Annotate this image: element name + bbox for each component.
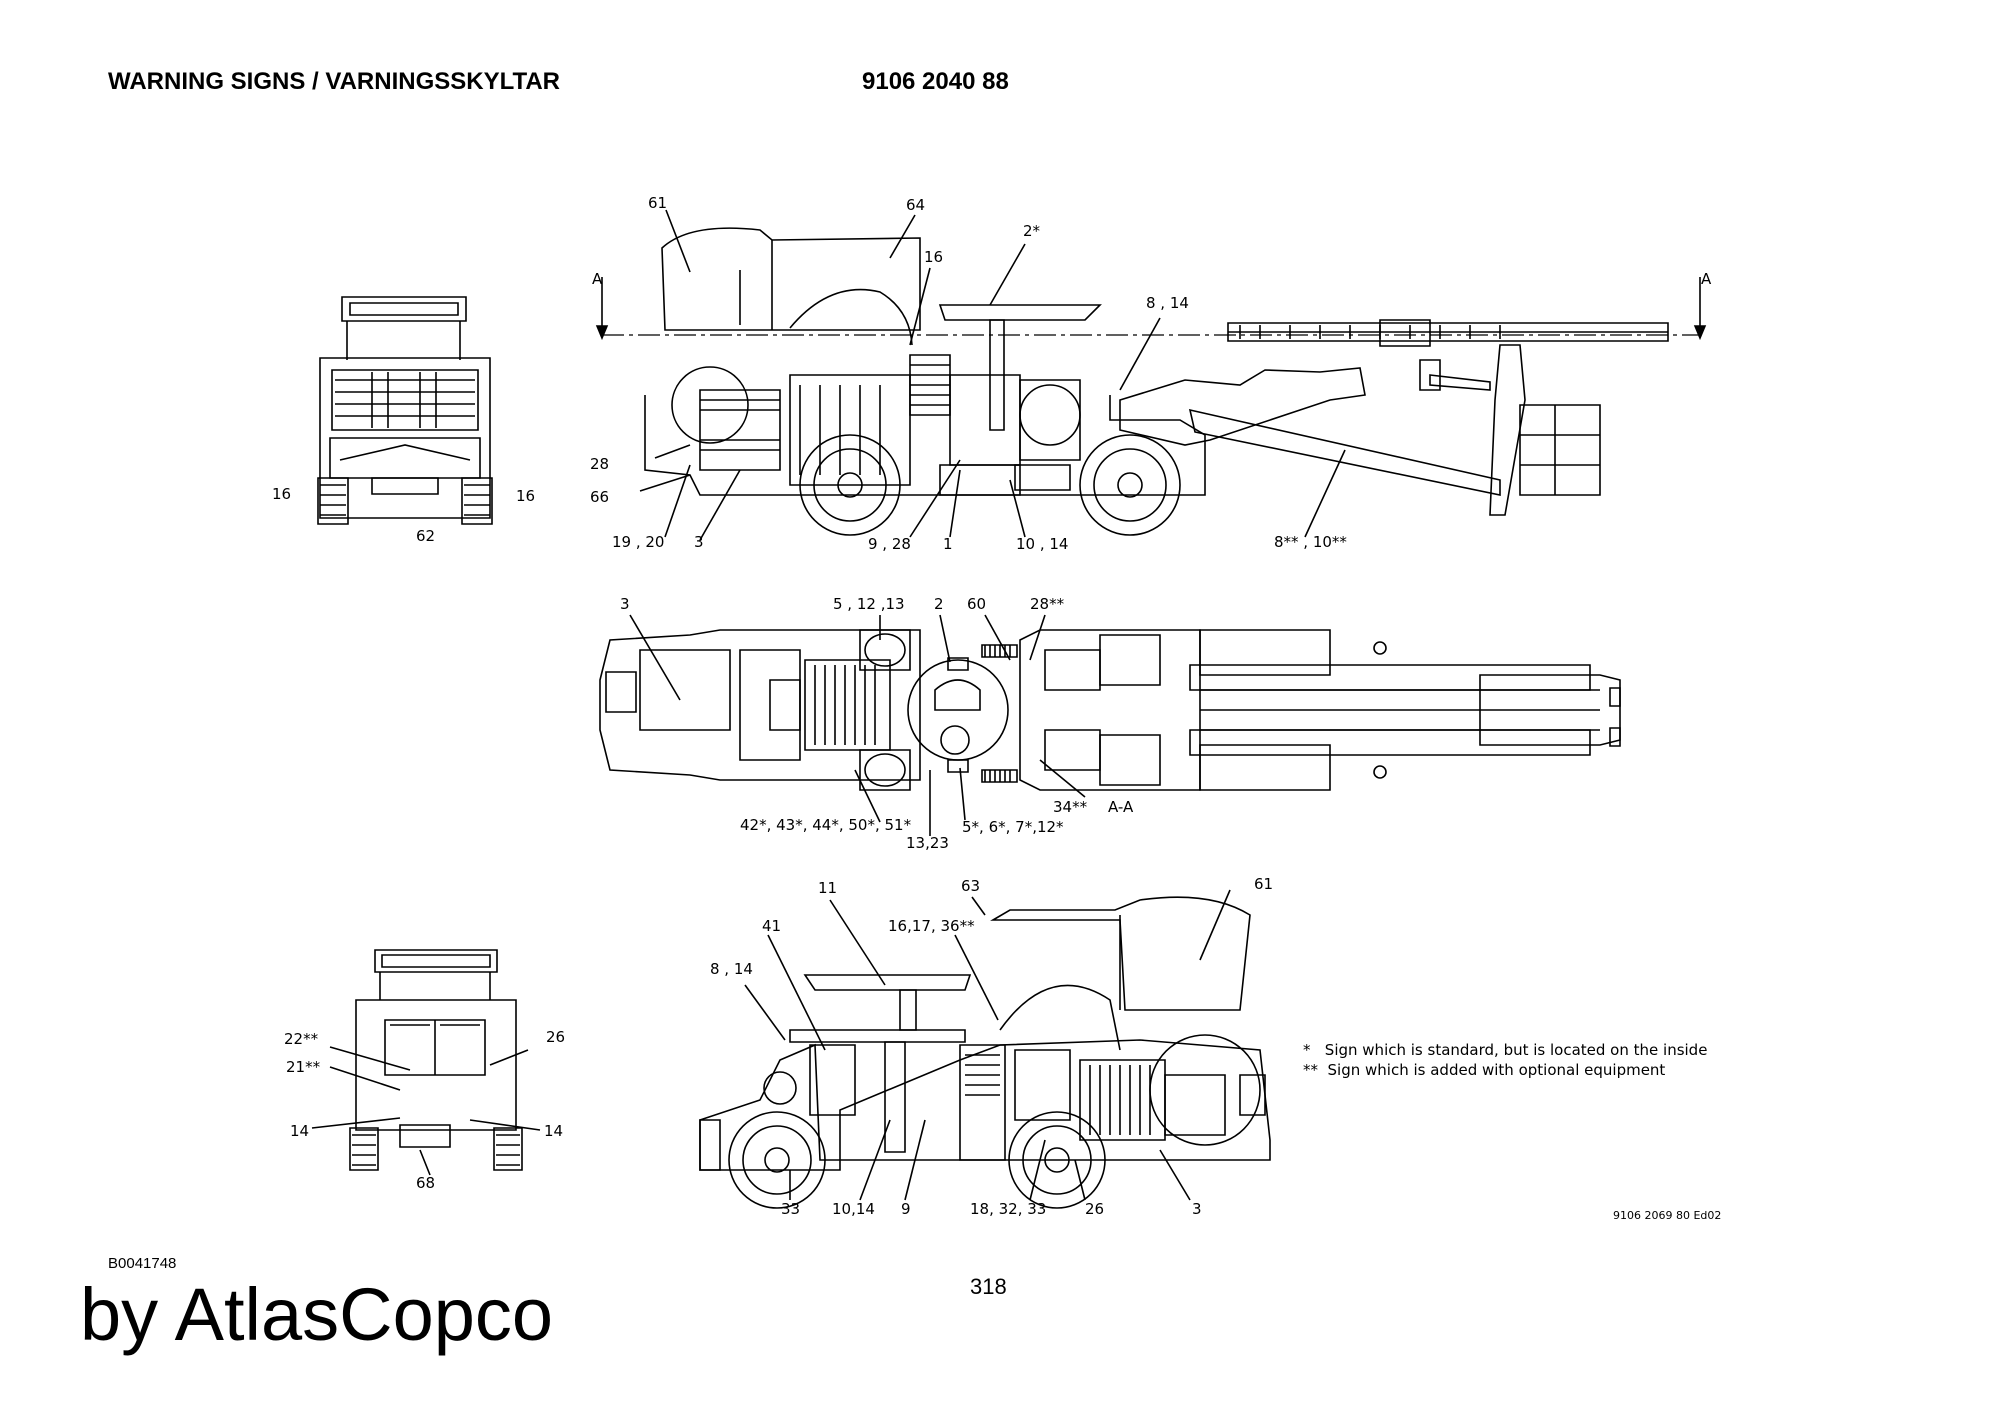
callout-label: 14 <box>290 1122 310 1140</box>
callout-label: 18, 32, 33 <box>970 1200 1047 1218</box>
callout-label: 8 , 14 <box>1146 294 1189 312</box>
section-marker-right: A <box>1701 270 1712 288</box>
callout-label: 28 <box>590 455 610 473</box>
plan-view <box>600 615 1620 836</box>
callout-label: 68 <box>416 1174 436 1192</box>
callout-label: 28** <box>1030 595 1065 613</box>
callout-label: 66 <box>590 488 610 506</box>
callout-label: 2* <box>1023 222 1041 240</box>
callout-label: 21** <box>286 1058 321 1076</box>
callout-label: 8 , 14 <box>710 960 753 978</box>
callout-label: 10 , 14 <box>1016 535 1069 553</box>
callout-label: 33 <box>781 1200 801 1218</box>
legend-standard-inside: * Sign which is standard, but is located… <box>1303 1041 1708 1059</box>
callout-label: 3 <box>620 595 630 613</box>
callout-label: 16 <box>924 248 944 266</box>
section-label: A-A <box>1108 798 1134 816</box>
callout-label: 61 <box>1254 875 1274 893</box>
callout-label: 64 <box>906 196 926 214</box>
callout-label: 1 <box>943 535 953 553</box>
callout-label: 9 <box>901 1200 911 1218</box>
brand-watermark: by AtlasCopco <box>80 1273 554 1356</box>
callout-label: 5 , 12 ,13 <box>833 595 905 613</box>
callout-label: 41 <box>762 917 782 935</box>
callout-label: 11 <box>818 879 838 897</box>
callout-label: 26 <box>1085 1200 1105 1218</box>
part-number: 9106 2040 88 <box>862 68 1009 95</box>
callout-label: 10,14 <box>832 1200 875 1218</box>
callout-label: 34** <box>1053 798 1088 816</box>
callout-label: 5*, 6*, 7*,12* <box>962 818 1064 836</box>
drawing-reference: 9106 2069 80 Ed02 <box>1613 1209 1722 1222</box>
callout-label: 22** <box>284 1030 319 1048</box>
callout-label: 14 <box>544 1122 564 1140</box>
callout-label: 42*, 43*, 44*, 50*, 51* <box>740 816 912 834</box>
page-title: WARNING SIGNS / VARNINGSSKYLTAR <box>108 68 561 95</box>
rear-view-bottom <box>312 950 540 1175</box>
callout-label: 62 <box>416 527 436 545</box>
callout-label: 60 <box>967 595 987 613</box>
callout-label: 3 <box>694 533 704 551</box>
page-number: 318 <box>970 1274 1007 1299</box>
image-reference: B0041748 <box>108 1255 177 1272</box>
callout-label: 63 <box>961 877 981 895</box>
callout-label: 3 <box>1192 1200 1202 1218</box>
side-view-bottom <box>700 890 1270 1208</box>
section-marker-left: A <box>592 270 603 288</box>
side-view-top <box>597 210 1705 540</box>
callout-label: 13,23 <box>906 834 949 852</box>
callout-label: 16 <box>272 485 292 503</box>
legend-optional-equipment: ** Sign which is added with optional equ… <box>1303 1061 1666 1079</box>
callout-label: 2 <box>934 595 944 613</box>
callout-label: 16 <box>516 487 536 505</box>
callout-label: 19 , 20 <box>612 533 665 551</box>
callout-label: 26 <box>546 1028 566 1046</box>
callout-label: 61 <box>648 194 668 212</box>
front-view-top <box>318 297 492 524</box>
callout-label: 8** , 10** <box>1274 533 1347 551</box>
callout-label: 16,17, 36** <box>888 917 975 935</box>
callout-label: 9 , 28 <box>868 535 911 553</box>
